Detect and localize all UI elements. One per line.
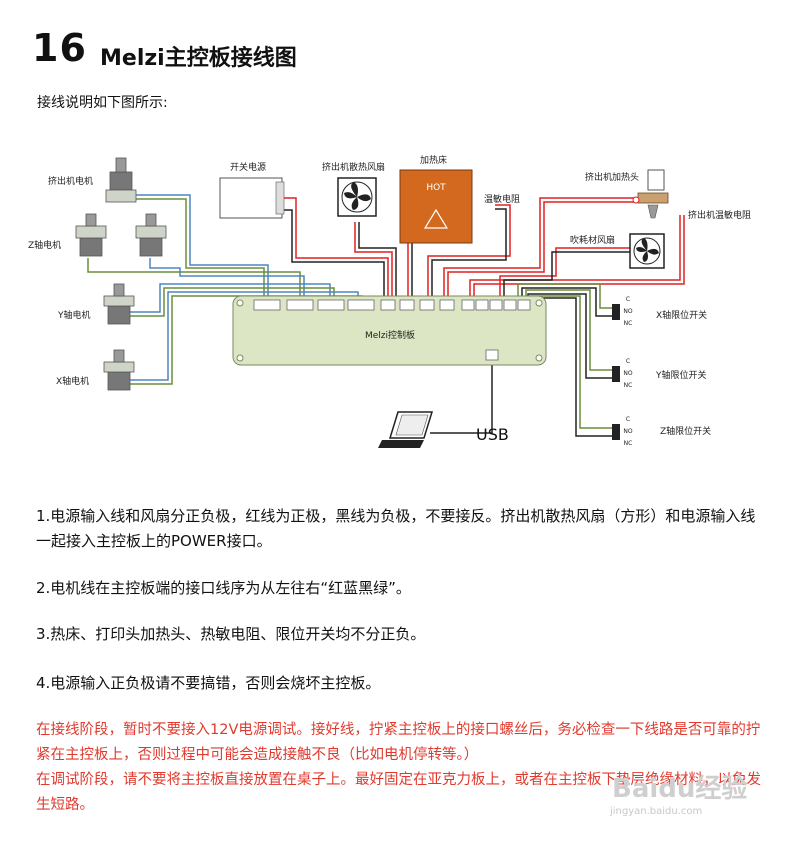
label-extruder-fan: 挤出机散热风扇 xyxy=(322,161,385,173)
heatbed-icon: HOT xyxy=(399,169,473,244)
wire-z-motors xyxy=(87,258,301,300)
label-y-endstop: Y轴限位开关 xyxy=(655,369,707,381)
wire-y-motor xyxy=(122,283,331,313)
page-title: Melzi主控板接线图 xyxy=(100,46,297,71)
y-endstop-icon: C NO NC xyxy=(612,358,633,389)
label-x-motor: X轴电机 xyxy=(56,375,89,387)
z-endstop-icon: C NO NC xyxy=(612,416,633,447)
svg-text:C: C xyxy=(626,296,630,303)
wire-fan xyxy=(354,222,393,300)
label-blower-fan: 吹耗材风扇 xyxy=(570,234,615,246)
wire-usb xyxy=(430,365,493,434)
label-thermistor: 温敏电阻 xyxy=(484,193,520,205)
note-3: 3.热床、打印头加热头、热敏电阻、限位开关均不分正负。 xyxy=(36,625,426,643)
note-2: 2.电机线在主控板端的接口线序为从左往右“红蓝黑绿”。 xyxy=(36,579,411,597)
label-hotend: 挤出机加热头 xyxy=(585,171,639,183)
wire-hotend xyxy=(443,197,636,300)
laptop-icon xyxy=(378,411,434,448)
watermark-url: jingyan.baidu.com xyxy=(610,806,703,817)
label-z-endstop: Z轴限位开关 xyxy=(660,425,711,437)
note-1: 1.电源输入线和风扇分正负极，红线为正极，黑线为负极，不要接反。挤出机散热风扇（… xyxy=(36,507,756,550)
hot-label: HOT xyxy=(426,183,446,193)
wire-blower xyxy=(499,247,630,300)
watermark-brand: Baidu经验 xyxy=(612,774,748,804)
wire-bed-thermistor xyxy=(427,204,511,300)
intro-text: 接线说明如下图所示: xyxy=(37,95,168,111)
wire-x-endstop xyxy=(517,283,612,309)
label-heatbed: 加热床 xyxy=(420,154,447,166)
hotend-icon xyxy=(632,169,669,219)
wire-psu xyxy=(282,197,389,300)
label-extruder-motor: 挤出机电机 xyxy=(48,175,93,187)
extruder-motor-icon xyxy=(105,157,137,203)
warning-text: 在接线阶段，暂时不要接入12V电源调试。接好线，拧紧主控板上的接口螺丝后，务必检… xyxy=(36,722,761,813)
wire-hotend-thermistor xyxy=(469,215,681,300)
svg-text:C: C xyxy=(626,416,630,423)
z-motor-left-icon xyxy=(75,213,107,257)
melzi-board xyxy=(232,295,547,366)
z-motor-right-icon xyxy=(135,213,167,257)
usb-label: USB xyxy=(476,425,509,444)
label-x-endstop: X轴限位开关 xyxy=(656,309,707,321)
svg-text:NO: NO xyxy=(623,428,632,435)
svg-text:NC: NC xyxy=(624,382,633,389)
extruder-fan-icon xyxy=(337,177,377,217)
y-motor-icon xyxy=(103,283,135,325)
psu-box xyxy=(219,177,283,219)
svg-text:NC: NC xyxy=(624,440,633,447)
label-z-motor: Z轴电机 xyxy=(28,239,61,251)
wire-y-endstop xyxy=(525,289,612,371)
note-4: 4.电源输入正负极请不要搞错，否则会烧坏主控板。 xyxy=(36,674,381,692)
svg-text:NO: NO xyxy=(623,308,632,315)
label-psu: 开关电源 xyxy=(230,161,266,173)
svg-text:NC: NC xyxy=(624,320,633,327)
blower-fan-icon xyxy=(629,233,665,269)
label-y-motor: Y轴电机 xyxy=(57,309,91,321)
x-endstop-icon: C NO NC xyxy=(612,296,633,327)
wire-x-motor xyxy=(122,291,359,381)
svg-text:NO: NO xyxy=(623,370,632,377)
svg-text:C: C xyxy=(626,358,630,365)
step-number: 16 xyxy=(32,26,87,70)
wiring-diagram: Melzi控制板 xyxy=(28,154,751,448)
x-motor-icon xyxy=(103,349,135,391)
label-hotend-thermistor: 挤出机温敏电阻 xyxy=(688,209,751,221)
board-label: Melzi控制板 xyxy=(365,329,415,341)
